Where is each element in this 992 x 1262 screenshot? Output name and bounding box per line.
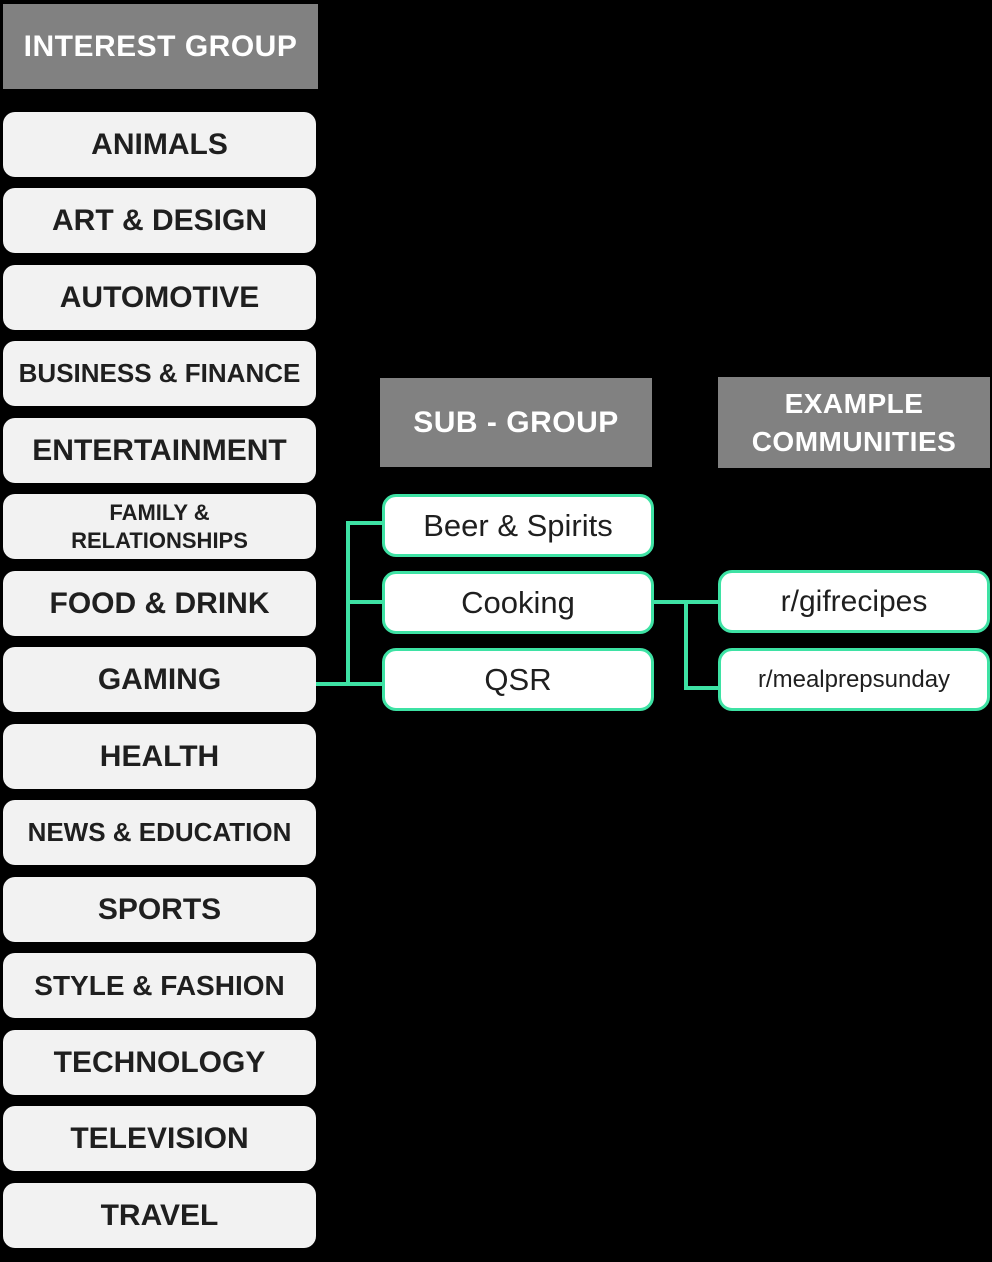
interest-item-news-education: NEWS & EDUCATION bbox=[3, 800, 316, 865]
interest-item-business-finance: BUSINESS & FINANCE bbox=[3, 341, 316, 406]
subgroup-item-beer-spirits: Beer & Spirits bbox=[382, 494, 654, 557]
interest-item-sports: SPORTS bbox=[3, 877, 316, 942]
interest-item-television: TELEVISION bbox=[3, 1106, 316, 1171]
interest-item-animals: ANIMALS bbox=[3, 112, 316, 177]
sub-group-header: SUB - GROUP bbox=[380, 378, 652, 467]
interest-item-technology: TECHNOLOGY bbox=[3, 1030, 316, 1095]
interest-item-gaming: GAMING bbox=[3, 647, 316, 712]
connector-beer-spirits-stub bbox=[350, 521, 382, 525]
interest-item-automotive: AUTOMOTIVE bbox=[3, 265, 316, 330]
interest-item-travel: TRAVEL bbox=[3, 1183, 316, 1248]
interest-item-entertainment: ENTERTAINMENT bbox=[3, 418, 316, 483]
interest-item-family-relationships: FAMILY & RELATIONSHIPS bbox=[3, 494, 316, 559]
connector-mealprepsunday-stub bbox=[688, 686, 718, 690]
example-communities-header: EXAMPLE COMMUNITIES bbox=[718, 377, 990, 468]
community-item-mealprepsunday: r/mealprepsunday bbox=[718, 648, 990, 711]
interest-item-style-fashion: STYLE & FASHION bbox=[3, 953, 316, 1018]
community-item-gifrecipes: r/gifrecipes bbox=[718, 570, 990, 633]
interest-item-health: HEALTH bbox=[3, 724, 316, 789]
subgroup-item-qsr: QSR bbox=[382, 648, 654, 711]
connector-cooking-stub bbox=[350, 600, 382, 604]
interest-item-art-design: ART & DESIGN bbox=[3, 188, 316, 253]
connector-communities-vertical bbox=[684, 600, 688, 690]
interest-group-header: INTEREST GROUP bbox=[3, 4, 318, 89]
interest-item-food-drink: FOOD & DRINK bbox=[3, 571, 316, 636]
connector-subgroup-vertical bbox=[346, 521, 350, 686]
subgroup-item-cooking: Cooking bbox=[382, 571, 654, 634]
